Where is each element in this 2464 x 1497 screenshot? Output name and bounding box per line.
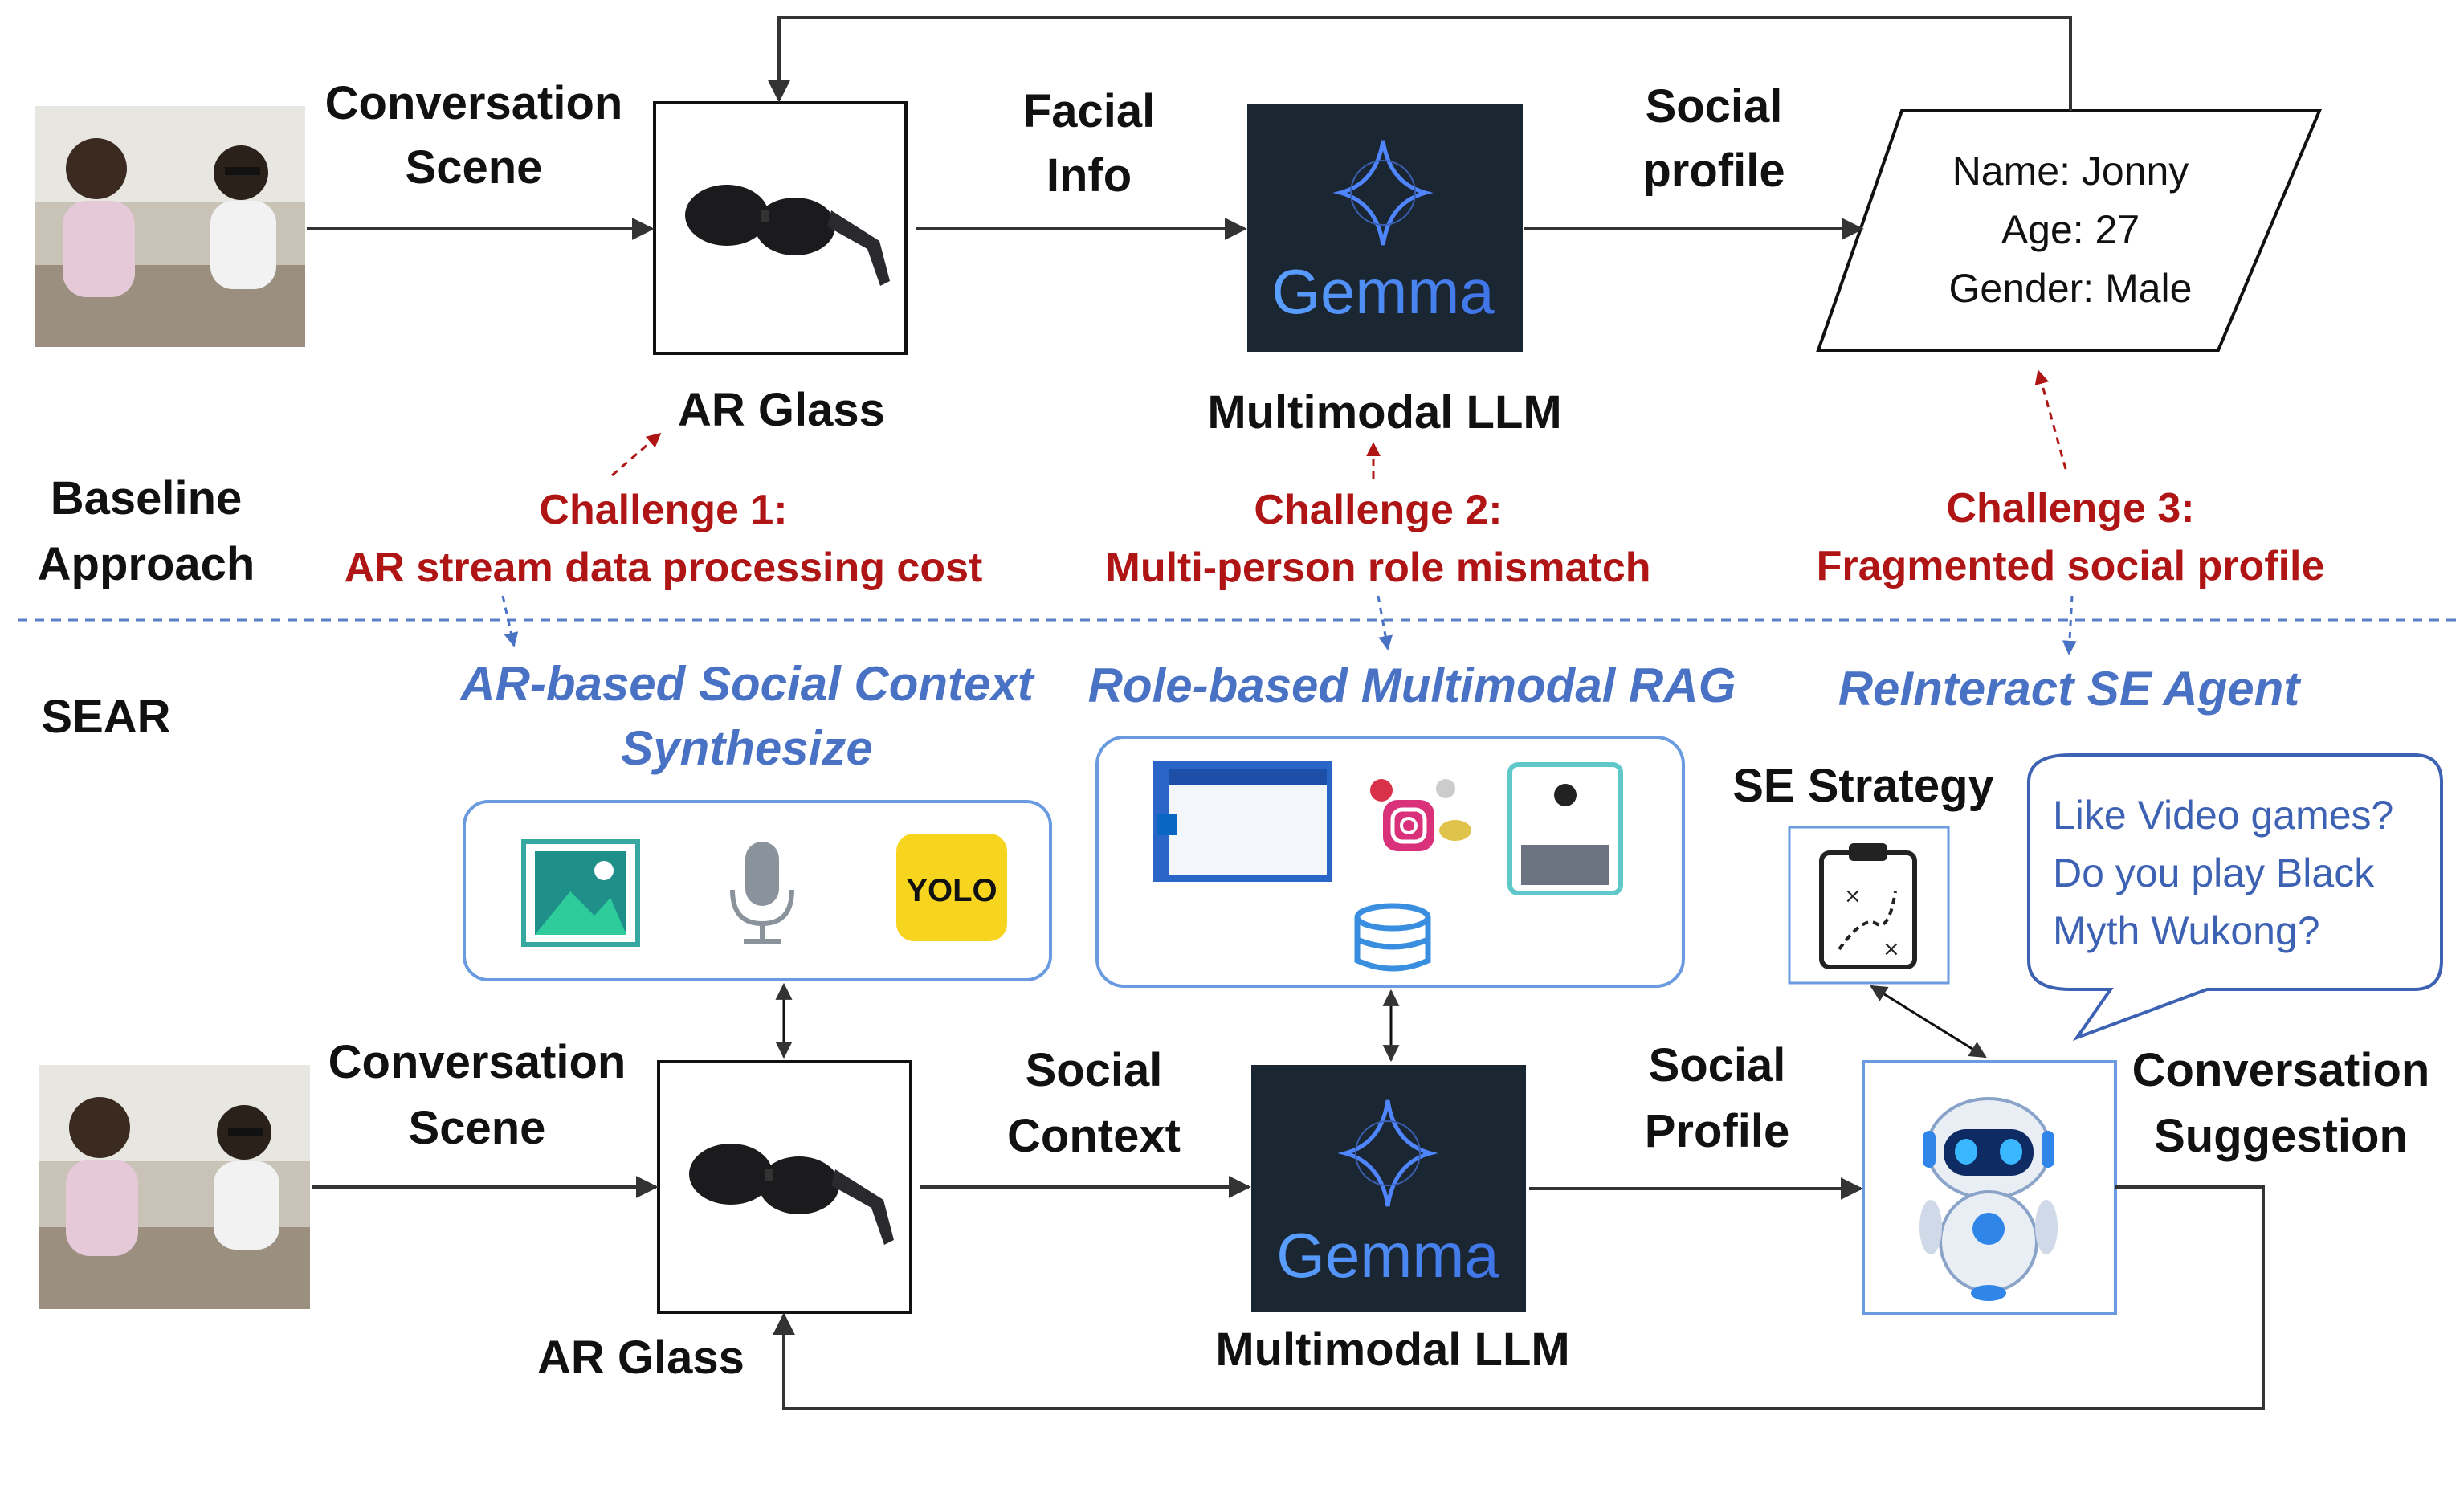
label-social-profile-bottom-2: Profile [1645,1105,1790,1157]
challenge-1-arrow [611,432,662,477]
label-conversation-scene-top-2: Scene [406,141,543,194]
ar-glasses-icon-top [685,185,890,286]
label-conversation-scene-top-1: Conversation [325,77,623,129]
image-icon [521,839,640,947]
clipboard-strategy-icon: × × [1819,843,1917,969]
label-sear: SEAR [41,691,170,743]
label-ar-glass-bottom: AR Glass [537,1332,745,1384]
gemma-logo-text-top: Gemma [1271,256,1495,327]
challenge-3-arrow [2034,369,2067,470]
label-conversation-suggestion-1: Conversation [2132,1044,2430,1096]
robot-agent-icon [1919,1097,2058,1301]
label-baseline-1: Baseline [51,472,243,524]
svg-text:×: × [1844,884,1862,908]
arrow-feedback-top [768,16,2072,111]
microphone-icon [730,842,794,944]
label-llm-bottom: Multimodal LLM [1215,1324,1569,1376]
challenge-1-title: Challenge 1: [539,487,787,533]
label-facial-info-1: Facial [1023,85,1155,137]
yolo-icon-text: YOLO [906,873,997,908]
yolo-icon [896,834,1007,941]
label-social-profile-top-2: profile [1642,145,1785,197]
ar-glasses-icon-bottom [689,1144,894,1245]
module-1-title-2: Synthesize [621,721,872,775]
linkedin-screenshot-icon [1153,761,1332,882]
challenge-3-desc: Fragmented social profile [1817,543,2325,589]
challenge-3-title: Challenge 3: [1946,485,2194,532]
database-icon [1354,903,1431,972]
gemma-sparkle-icon-bottom [1337,1099,1438,1207]
label-conversation-suggestion-2: Suggestion [2154,1110,2408,1162]
arrow-feedback-bottom [773,1185,2265,1410]
bubble-line-2: Do you play Black [2053,850,2375,895]
label-ar-glass-top: AR Glass [678,384,885,436]
profile-gender: Gender: Male [1949,266,2193,311]
label-facial-info-2: Info [1046,149,1132,202]
gemma-logo-text-bottom: Gemma [1276,1220,1499,1291]
svg-text:×: × [1883,937,1900,961]
challenge-2-desc: Multi-person role mismatch [1106,545,1651,591]
solution-3-arrow [2062,595,2077,655]
social-profile-shape [1816,109,2323,352]
label-baseline-2: Approach [38,538,255,590]
gemma-sparkle-icon-top [1332,140,1434,246]
label-social-context-2: Context [1007,1110,1181,1162]
label-social-context-1: Social [1026,1044,1163,1096]
tiktok-profile-screenshot-icon [1507,762,1623,895]
profile-age: Age: 27 [2001,207,2140,252]
label-conversation-scene-bottom-1: Conversation [328,1036,626,1088]
instagram-icon [1365,771,1471,866]
challenge-2-title: Challenge 2: [1254,487,1502,533]
module-3-title: ReInteract SE Agent [1838,662,2303,716]
label-social-profile-bottom-1: Social [1649,1039,1786,1091]
profile-name: Name: Jonny [1952,149,2189,194]
challenge-1-desc: AR stream data processing cost [345,545,983,591]
label-llm-top: Multimodal LLM [1207,386,1561,438]
conversation-photo-bottom [39,1065,310,1309]
bubble-line-3: Myth Wukong? [2053,908,2320,953]
arrow-strategy-agent [1870,985,1987,1059]
module-1-title-1: AR-based Social Context [459,657,1035,711]
label-social-profile-top-1: Social [1646,80,1783,133]
solution-2-arrow [1377,595,1393,651]
conversation-photo-top [35,106,305,347]
suggestion-bubble [2027,753,2443,1042]
module-2-title: Role-based Multimodal RAG [1088,659,1736,712]
label-se-strategy: SE Strategy [1732,760,1994,812]
label-conversation-scene-bottom-2: Scene [409,1102,546,1154]
bubble-line-1: Like Video games? [2053,793,2393,838]
solution-1-arrow [501,595,519,647]
